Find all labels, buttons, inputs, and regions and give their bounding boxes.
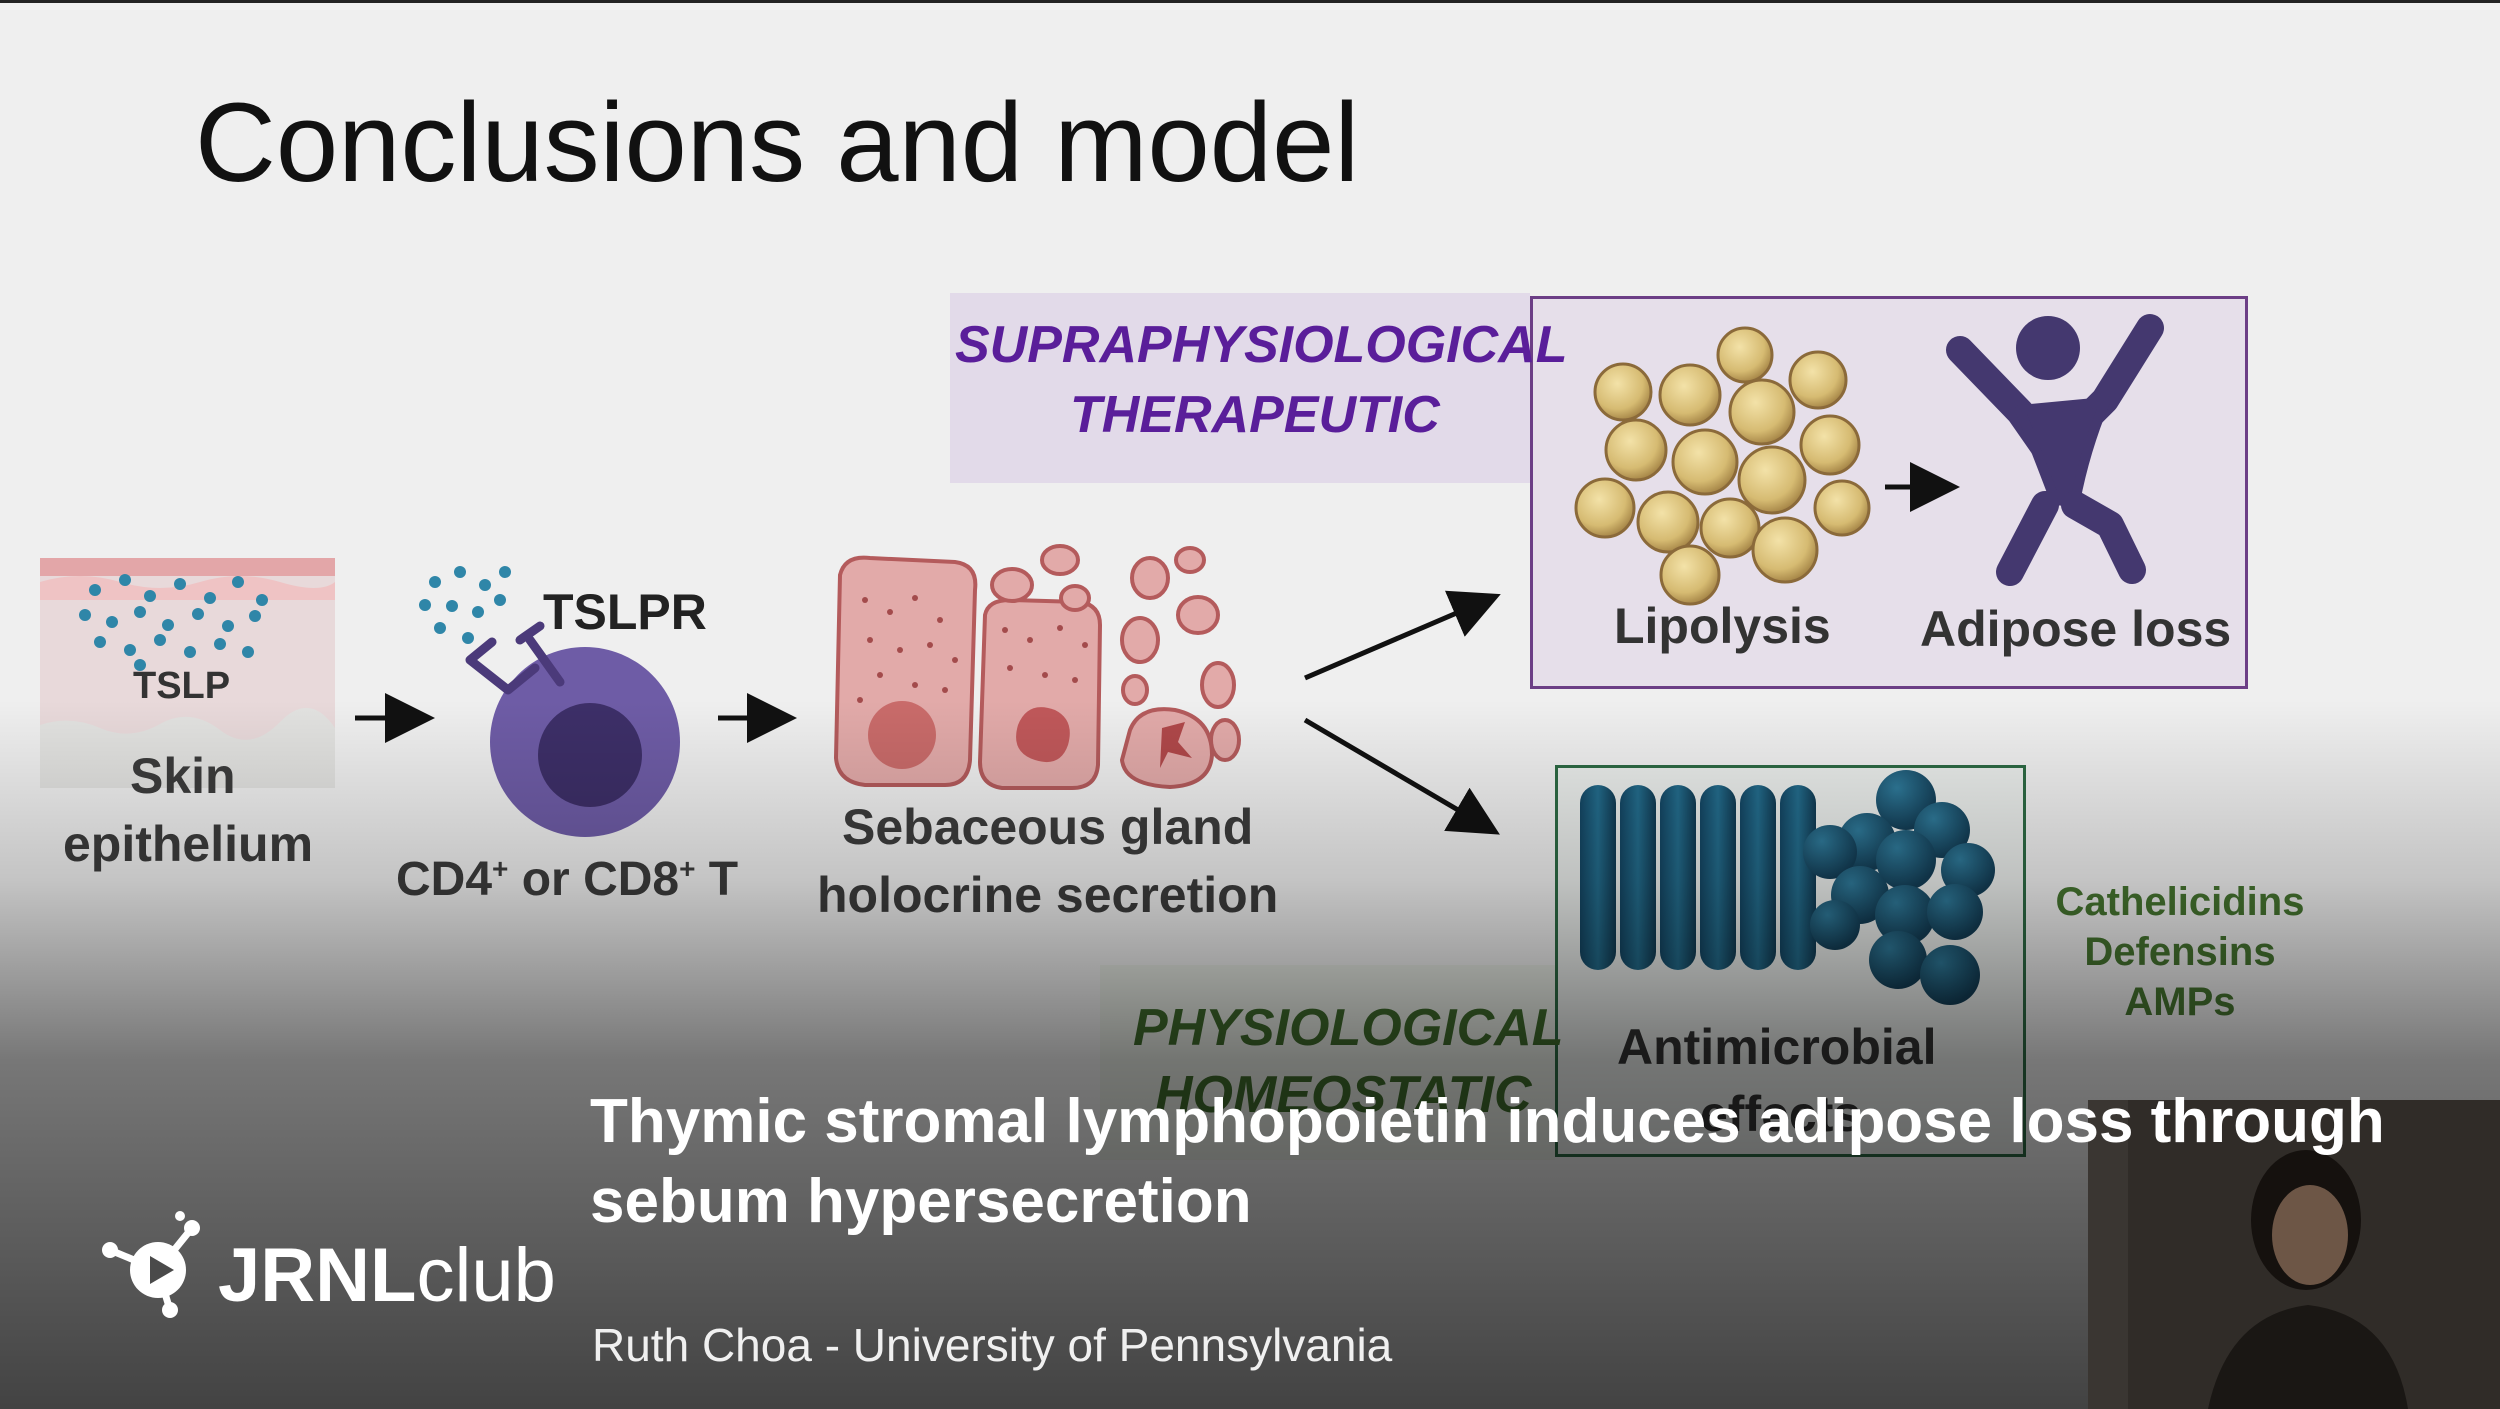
adipocyte-cluster-graphic [1574, 326, 1871, 606]
arrow-to-lipolysis [1304, 590, 1501, 681]
t-cell-label-cd4: CD4 [396, 853, 493, 906]
speaker-silhouette-icon [2088, 1100, 2500, 1409]
jrnlclub-logo-text: JRNLclub [218, 1232, 556, 1319]
sebaceous-gland-label: Sebaceous gland [842, 799, 1254, 855]
therapeutic-label: THERAPEUTIC [1070, 386, 1440, 444]
supraphysiological-label: SUPRAPHYSIOLOGICAL [955, 316, 1568, 374]
logo-brand-bold: JRNL [218, 1233, 417, 1318]
t-cell-label-cd8: or CD8 [508, 853, 680, 906]
logo-brand-light: club [416, 1233, 556, 1318]
physiological-label: PHYSIOLOGICAL [1133, 999, 1564, 1057]
t-cell-label-sup-a: + [492, 853, 509, 884]
video-caption-author: Ruth Choa - University of Pennsylvania [592, 1319, 1393, 1371]
amp-item-defensins: Defensins [2084, 930, 2276, 974]
antimicrobial-label: Antimicrobial [1617, 1019, 1937, 1075]
amp-item-amps: AMPs [2124, 980, 2236, 1024]
tslp-label: TSLP [133, 665, 231, 707]
t-cell-label-t: T [695, 853, 739, 906]
speaker-webcam [2088, 1100, 2500, 1409]
adipose-loss-label: Adipose loss [1920, 601, 2232, 657]
molecule-play-icon [102, 1211, 200, 1318]
person-figure-icon [1946, 314, 2164, 586]
video-caption-title: Thymic stromal lymphopoietin induces adi… [590, 1087, 2385, 1236]
t-cell-label-sup-b: + [679, 853, 696, 884]
t-cell-label: CD4+ or CD8+ T [396, 852, 738, 907]
sebaceous-gland-graphic [833, 544, 1241, 790]
epithelium-label: epithelium [63, 816, 314, 872]
bacteria-cocci-graphic [1803, 770, 1995, 1005]
skin-label: Skin [130, 748, 236, 804]
tslpr-label: TSLPR [543, 584, 707, 640]
amp-item-cathelicidins: Cathelicidins [2055, 880, 2305, 924]
lipolysis-label: Lipolysis [1614, 598, 1831, 654]
bacteria-rods-graphic [1580, 785, 1816, 970]
holocrine-secretion-label: holocrine secretion [817, 867, 1279, 923]
arrow-to-antimicrobial [1303, 717, 1500, 835]
